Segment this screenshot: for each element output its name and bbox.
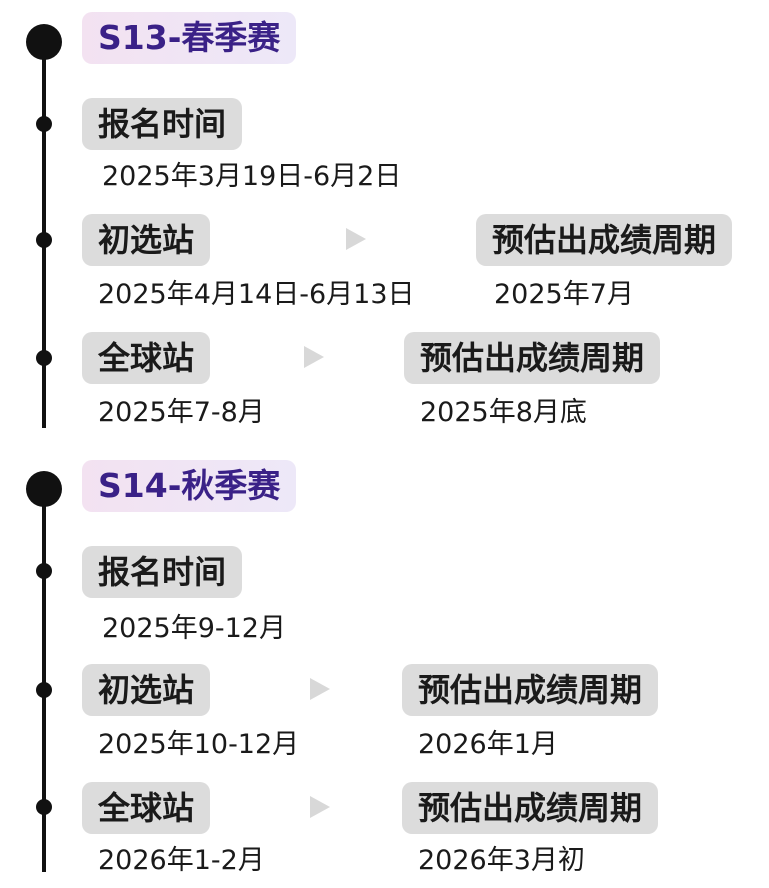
timeline-major-dot-icon	[26, 471, 62, 507]
timeline-dot-icon	[36, 350, 52, 366]
prelim-date: 2025年4月14日-6月13日	[98, 279, 415, 310]
prelim-date: 2025年10-12月	[98, 729, 300, 760]
timeline-dot-icon	[36, 232, 52, 248]
arrow-right-icon	[304, 346, 324, 368]
season-title: S14-秋季赛	[82, 460, 297, 512]
prelim-label: 初选站	[82, 214, 211, 266]
prelim-label: 初选站	[82, 664, 211, 716]
arrow-right-icon	[310, 796, 330, 818]
timeline-dot-icon	[36, 563, 52, 579]
prelim-result-label: 预估出成绩周期	[402, 664, 659, 716]
prelim-result-date: 2025年7月	[494, 279, 634, 310]
global-result-label: 预估出成绩周期	[402, 782, 659, 834]
global-date: 2025年7-8月	[98, 397, 265, 428]
global-result-label: 预估出成绩周期	[404, 332, 661, 384]
global-result-date: 2025年8月底	[420, 397, 587, 428]
timeline-dot-icon	[36, 682, 52, 698]
global-date: 2026年1-2月	[98, 845, 265, 876]
prelim-result-date: 2026年1月	[418, 729, 558, 760]
timeline-dot-icon	[36, 799, 52, 815]
arrow-right-icon	[310, 678, 330, 700]
timeline-line	[42, 488, 46, 872]
registration-label: 报名时间	[82, 546, 243, 598]
registration-date: 2025年3月19日-6月2日	[102, 161, 402, 192]
timeline-dot-icon	[36, 116, 52, 132]
registration-label: 报名时间	[82, 98, 243, 150]
prelim-result-label: 预估出成绩周期	[476, 214, 733, 266]
registration-date: 2025年9-12月	[102, 613, 286, 644]
season-title: S13-春季赛	[82, 12, 297, 64]
global-label: 全球站	[82, 332, 211, 384]
global-label: 全球站	[82, 782, 211, 834]
timeline-major-dot-icon	[26, 24, 62, 60]
global-result-date: 2026年3月初	[418, 845, 585, 876]
arrow-right-icon	[346, 228, 366, 250]
